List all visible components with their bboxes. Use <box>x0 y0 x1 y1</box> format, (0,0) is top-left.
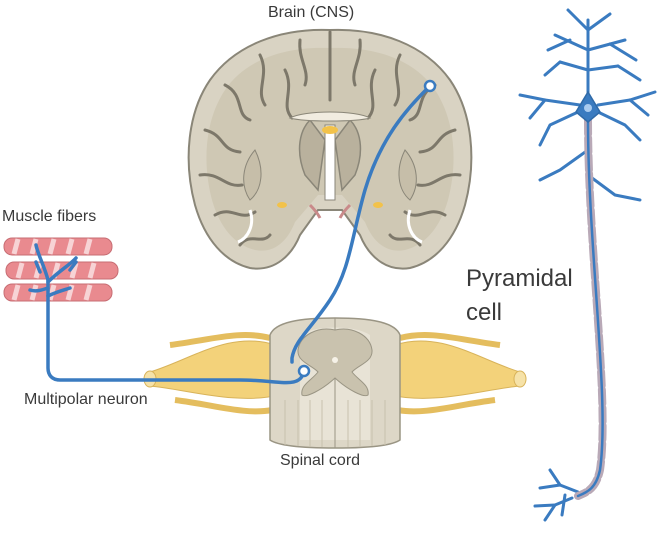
pyramidal-cell <box>518 8 657 522</box>
neuron-soma-markers <box>297 79 437 378</box>
spinal-cord <box>143 317 527 449</box>
muscle-fibers-label: Muscle fibers <box>2 208 97 225</box>
multipolar-neuron-label: Multipolar neuron <box>24 391 148 408</box>
pyramidal-label-line2: cell <box>466 299 503 326</box>
pyramidal-soma <box>575 90 601 123</box>
pyramidal-cell-label: Pyramidal cell <box>466 262 573 330</box>
multipolar-neuron <box>28 84 432 385</box>
brain-label: Brain (CNS) <box>268 4 355 21</box>
spinal-cord-label: Spinal cord <box>280 452 361 469</box>
pyramidal-axon <box>574 116 607 500</box>
muscle-fibers <box>3 237 119 302</box>
brain-coronal-section <box>187 28 473 270</box>
pyramidal-label-line1: Pyramidal <box>466 265 573 292</box>
muscle-fiber-1 <box>3 237 113 256</box>
